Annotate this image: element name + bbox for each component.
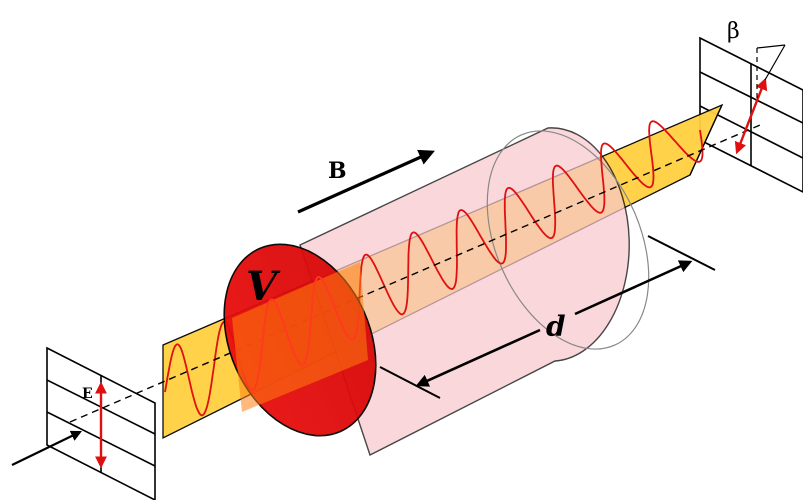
faraday-medium-cylinder [299, 127, 650, 456]
label-rotation-angle: β [727, 19, 740, 44]
rotated-e-field-arrow [734, 44, 786, 155]
magnetic-field-arrow [297, 149, 435, 214]
path-length-dimension [379, 235, 716, 399]
cylinder-front-face [223, 243, 377, 437]
light-wave-front [241, 275, 360, 392]
optical-axis [69, 124, 761, 423]
incoming-light-arrow [11, 430, 82, 466]
label-electric-field: E [82, 386, 93, 402]
label-path-length: d [546, 310, 566, 343]
label-magnetic-field: B [328, 158, 347, 184]
label-verdet-constant: V [246, 263, 281, 310]
